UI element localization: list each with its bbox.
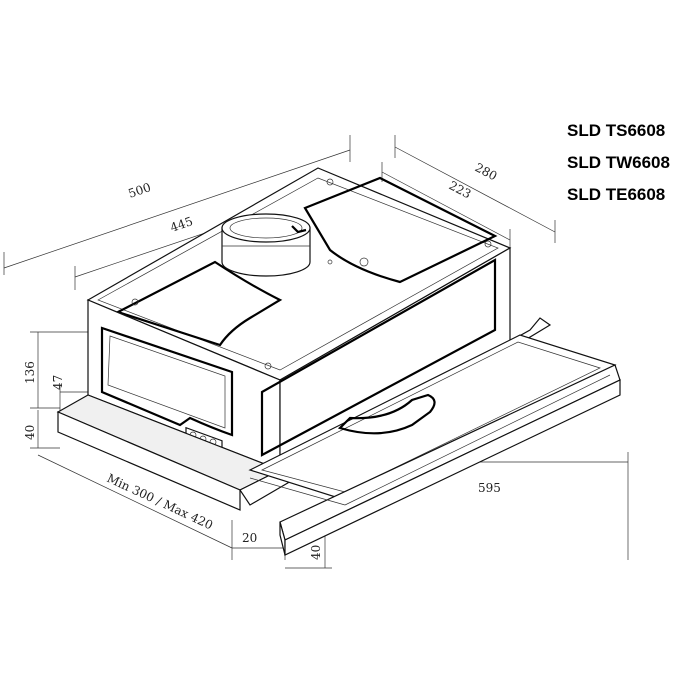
dim-223: 223 bbox=[447, 178, 474, 201]
dim-500: 500 bbox=[126, 180, 152, 201]
duct-collar bbox=[221, 213, 369, 277]
dim-280: 280 bbox=[473, 160, 500, 183]
dim-47: 47 bbox=[51, 375, 65, 390]
dim-595: 595 bbox=[478, 481, 501, 495]
dim-136: 136 bbox=[23, 361, 37, 384]
dim-40-left: 40 bbox=[23, 425, 37, 440]
hood-body bbox=[86, 167, 512, 472]
dim-445: 445 bbox=[168, 214, 194, 235]
sliding-visor bbox=[248, 334, 621, 556]
dim-40-right: 40 bbox=[309, 545, 323, 560]
model-label-3: SLD TE6608 bbox=[567, 185, 666, 204]
model-label-2: SLD TW6608 bbox=[567, 153, 670, 172]
model-label-1: SLD TS6608 bbox=[567, 121, 666, 140]
dim-20: 20 bbox=[242, 531, 257, 545]
